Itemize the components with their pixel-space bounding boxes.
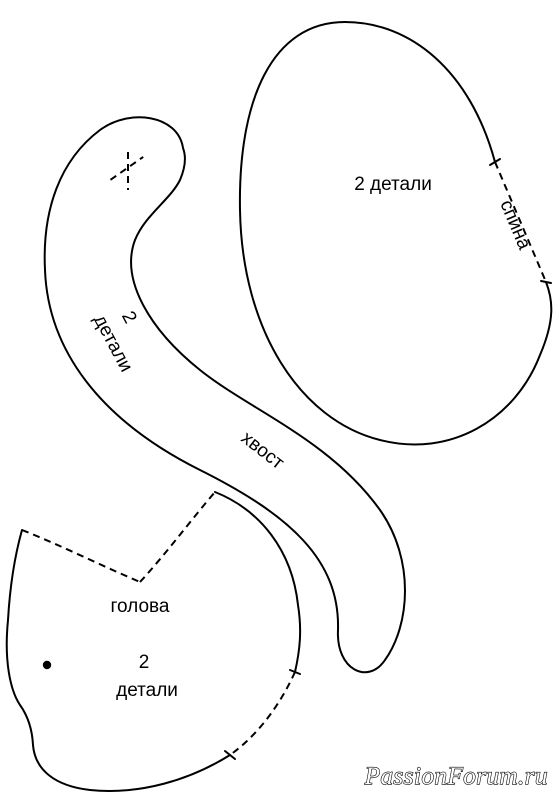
head-seam-tick-right — [289, 669, 301, 675]
back-seam-dashed — [494, 161, 547, 283]
back-count-label: 2 детали — [354, 174, 432, 195]
head-piece-outline-solid — [214, 491, 302, 673]
head-seam-tick-bottom — [224, 750, 236, 760]
back-edge-label: спина — [495, 197, 535, 253]
head-count-word: детали — [116, 680, 178, 701]
head-name-label: голова — [111, 596, 170, 617]
head-seam-top-right — [139, 491, 216, 583]
tail-name-label: хвост — [237, 428, 288, 474]
back-piece: 2 детали спина — [238, 21, 553, 446]
head-eye-dot — [42, 660, 52, 670]
back-seam-tick-top — [489, 158, 501, 166]
head-count-number: 2 — [139, 652, 150, 673]
head-piece-outline-lower — [5, 529, 231, 792]
tail-count-number: 2 — [117, 308, 141, 327]
tail-piece: 2 детали хвост — [43, 116, 406, 674]
tail-piece-outline — [43, 116, 406, 674]
back-piece-outline — [238, 21, 553, 446]
watermark: PassionForum.ru — [364, 763, 548, 790]
head-piece: голова 2 детали — [5, 491, 302, 792]
tail-crosshair-h — [109, 156, 144, 181]
back-seam-tick-bottom — [540, 280, 552, 284]
head-seam-top-left — [21, 529, 141, 583]
head-seam-lower-right — [229, 671, 296, 756]
